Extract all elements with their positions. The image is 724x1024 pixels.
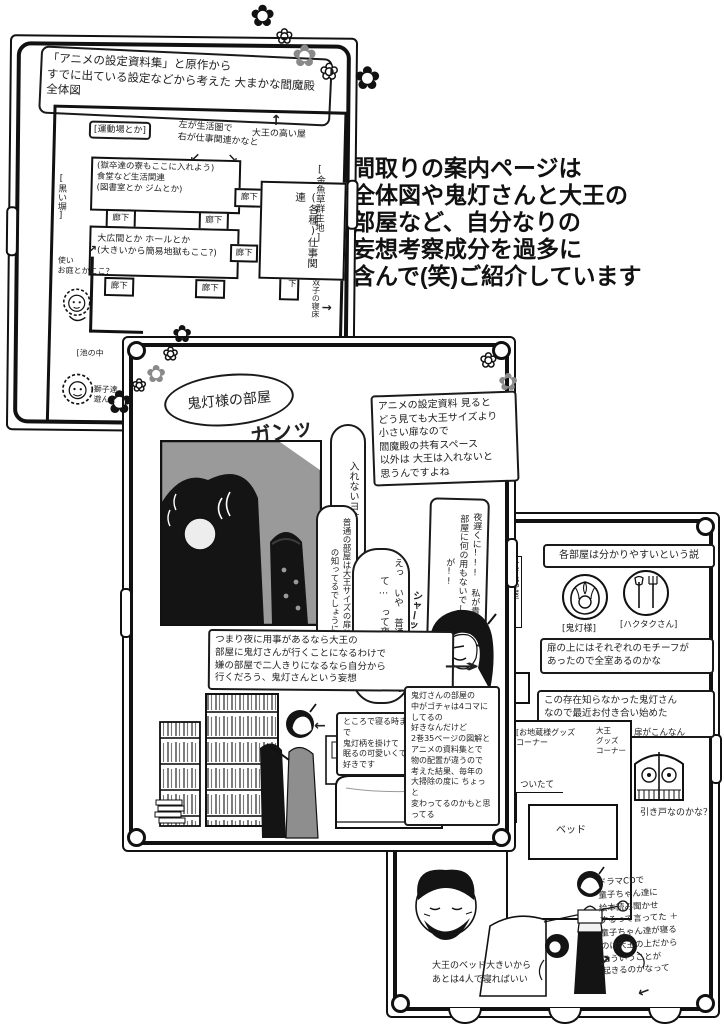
room-layout-note: 鬼灯さんの部屋の 中がゴチャは4コマにしてるの 好きなんだけど 2巻35ページの… (404, 686, 500, 826)
border-ornament (346, 179, 359, 230)
border-ornament (710, 734, 722, 784)
corner-ornament (127, 828, 146, 847)
right-arrow-icon: → (321, 300, 332, 315)
hoozuki-crest-label: [鬼灯様] (562, 624, 597, 634)
pond-label: [池の中 (76, 348, 104, 358)
big-bed-note: 大王のベッド大きいから あとは4人で寝ればいい (432, 961, 532, 985)
left-arrow-icon: ← (314, 718, 326, 734)
twins-bed-label: 双子の寝床 (310, 277, 321, 319)
king-goods-label: 大王 グッズ コーナー (596, 726, 626, 755)
corner-ornament (696, 994, 715, 1013)
playground-label: [運動場とか] (88, 120, 152, 141)
flower-icon: ✿ (319, 60, 339, 85)
dorm-dining-label: (獄卒達の寮もここに入れよう) 食堂など生活関連 (図書室とか ジムとか) (96, 160, 215, 195)
headcanon-note: つまり夜に用事があるなら大王の 部屋に鬼灯さんが行くことになるわけで 嫌の部屋で… (207, 628, 455, 693)
page-caption: 間取りの案内ページは 全体図や鬼灯さんと大王の 部屋など、自分なりの 妄想考察成… (352, 155, 642, 289)
door-sketch (634, 752, 684, 801)
corridor-box: 廊下 (194, 279, 226, 299)
border-scallop (648, 1008, 682, 1024)
right-arrow-icon: → (443, 656, 480, 677)
corner-ornament (492, 828, 511, 847)
sliding-door-note: 引き戸なのかな？ (640, 808, 713, 818)
door-note-label: 扉がこんなん (634, 728, 686, 738)
flower-icon: ✿ (354, 59, 381, 97)
corner-ornament (696, 517, 715, 536)
flower-icon: ✿ (292, 39, 318, 74)
corner-ornament (391, 994, 410, 1013)
floorplan-map: [黒い塀] [運動場とか] 左が生活圏で 右が仕事関連かなと ↙ ↘ ↑ 大王の… (45, 104, 348, 430)
dorm-dining-room: (獄卒達の寮もここに入れよう) 食堂など生活関連 (図書室とか ジムとか) (90, 156, 242, 215)
up-right-arrow-icon: ↗ (86, 242, 98, 257)
flower-icon: ✿ (131, 376, 147, 396)
border-ornament (120, 588, 132, 638)
floorplan-panel: 「アニメの設定資料集」と原作から すでに出ている設定などから考えた 大まかな閻魔… (5, 34, 359, 434)
garden-note: 使い お庭とかここ？ (57, 255, 114, 277)
great-hall-label: 大広間とか ホールとか (大きいから簡易地獄もここ?) (96, 233, 217, 259)
flower-icon: ✿ (275, 24, 293, 48)
flower-icon: ✿ (498, 368, 519, 396)
corridor-box: 廊下 (103, 276, 135, 297)
dark-scene-illustration (160, 440, 322, 626)
snapdragon-field-label: [金魚草群生地] (312, 164, 326, 244)
up-arrow-icon: ↑ (270, 112, 283, 130)
corner-ornament (127, 341, 146, 360)
utensils-crest-icon (623, 570, 669, 616)
jizo-goods-label: [お地蔵様グッズ コーナー (516, 728, 576, 748)
hoozuki-crest-icon (562, 574, 608, 620)
border-scallop (548, 1008, 582, 1024)
wall-segment (89, 329, 144, 334)
kings-room-diagram: [お地蔵様グッズ コーナー 大王 グッズ コーナー ついたて ベッド (506, 720, 632, 920)
crest-header-box: 各部屋は分かりやすいという説 (543, 544, 715, 568)
flower-icon: ✿ (162, 344, 179, 365)
flower-icon: ✿ (479, 348, 497, 372)
flower-icon: ✿ (250, 0, 276, 34)
bedtime-illustration (415, 866, 645, 997)
hoozuki-room-panel: 鬼灯様の部屋 ガンッ 入れないヨォー アニメの設定資料 見ると どう見ても大王サ… (120, 336, 520, 852)
flower-icon: ✿ (172, 320, 193, 348)
motif-note-box: 扉の上にはそれぞれのモチーフが あったので全室あるのかな (540, 638, 714, 674)
border-scallop (448, 1008, 482, 1024)
partition-line (516, 792, 563, 823)
border-ornament (5, 206, 19, 257)
shishi-doodle-icon (62, 373, 94, 405)
corridor-box: 廊下 (229, 243, 259, 263)
bed-label: ベッド (556, 825, 586, 836)
border-ornament (506, 538, 518, 588)
flower-icon: ✿ (146, 360, 167, 388)
flower-icon: ✿ (106, 383, 133, 421)
bed-box: ベッド (528, 804, 618, 860)
up-right-arrow-icon: ↗ (598, 952, 612, 971)
work-related-room: (各種)仕事関連 (258, 180, 347, 281)
utensils-crest-label: [ハクタクさん] (620, 620, 678, 630)
black-fence-label: [黒い塀] (55, 173, 67, 221)
anime-reference-note: アニメの設定資料 見ると どう見ても大王サイズより 小さい扉なので 閻魔殿の共有… (370, 390, 520, 487)
corner-ornament (492, 341, 511, 360)
drama-cd-note: ドラマCDで 童子ちゃん達に 絵本読み聞かせ するって言ってた ＋ 童子ちゃん達… (597, 875, 679, 978)
partition-label: ついたて (520, 780, 555, 790)
kings-tower-note: 大王の高い屋 (251, 128, 307, 140)
shishi-doodle-icon (62, 288, 91, 322)
